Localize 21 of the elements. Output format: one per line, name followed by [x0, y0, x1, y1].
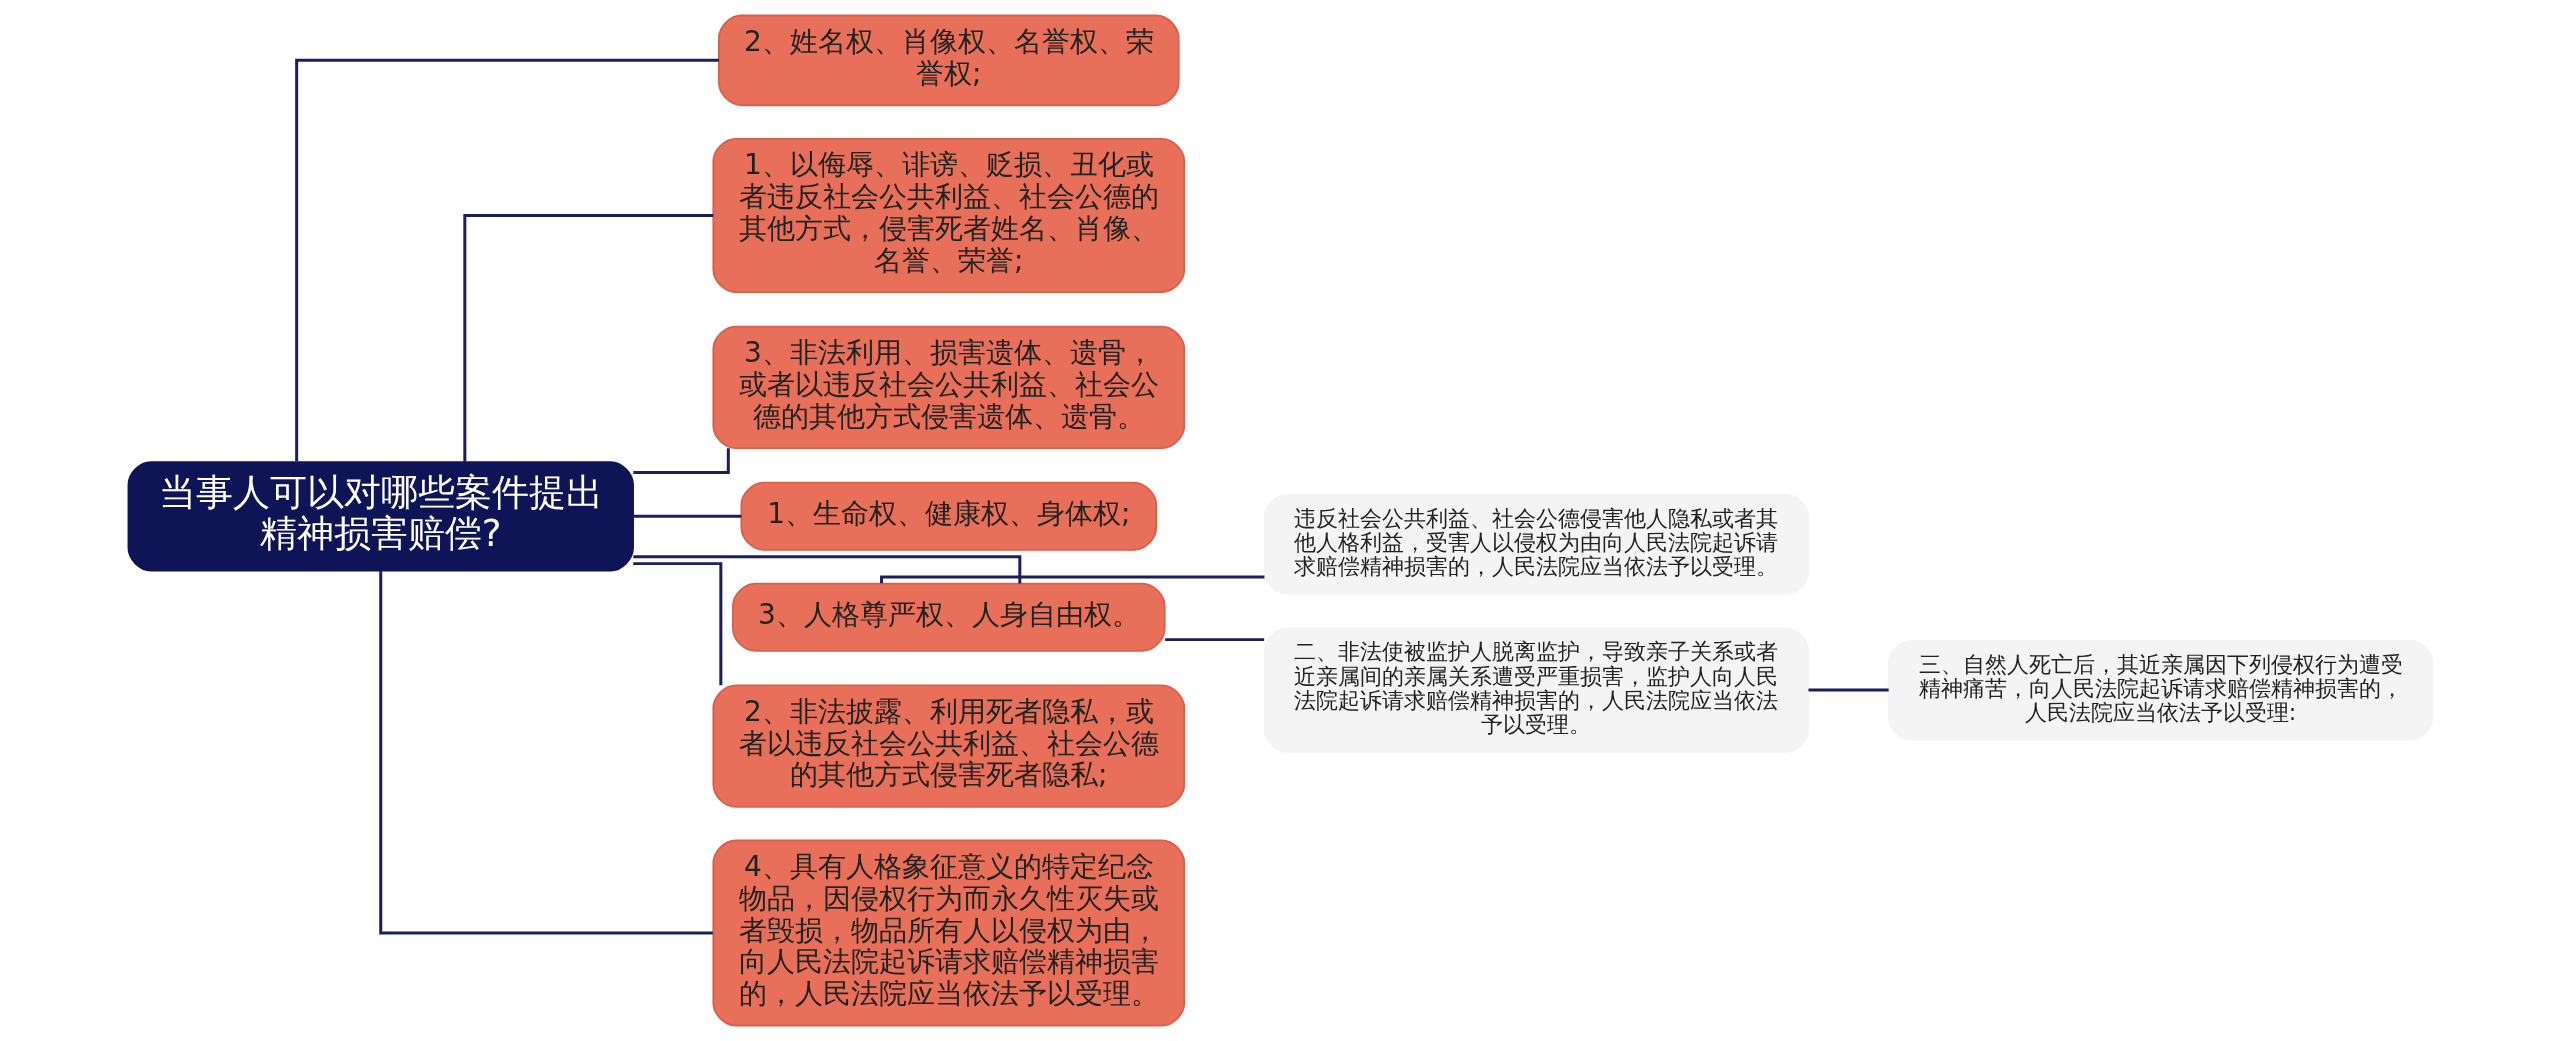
node-box: 二、非法使被监护人脱离监护，导致亲子关系或者近亲属间的亲属关系遭受严重损害，监护人向人民法院起诉请求赔偿精神损害的，人民法院应当依法予以受理。: [1263, 627, 1809, 753]
node-box: 三、自然人死亡后，其近亲属因下列侵权行为遭受精神痛苦，向人民法院起诉请求赔偿精神损害的，人民法院应当依法予以受理:: [1887, 639, 2433, 741]
connector: [632, 562, 722, 686]
node-box: 违反社会公共利益、社会公德侵害他人隐私或者其他人格利益，受害人以侵权为由向人民法院起诉请求赔偿精神损害的，人民法院应当依法予以受理。: [1263, 493, 1809, 595]
node-box: 3、人格尊严权、人身自由权。: [731, 582, 1166, 652]
connector: [632, 555, 1021, 584]
node-box: 1、以侮辱、诽谤、贬损、丑化或者违反社会公共利益、社会公德的其他方式，侵害死者姓名、肖像、名誉、荣誉;: [711, 137, 1185, 293]
node-box: 1、生命权、健康权、身体权;: [739, 481, 1157, 551]
node-box: 2、姓名权、肖像权、名誉权、荣誉权;: [717, 14, 1180, 107]
node-box: 3、非法利用、损害遗体、遗骨，或者以违反社会公共利益、社会公德的其他方式侵害遗体、遗骨。: [711, 325, 1185, 450]
node-box: 当事人可以对哪些案件提出精神损害赔偿?: [127, 461, 634, 572]
connector: [294, 58, 719, 462]
node-box: 2、非法披露、利用死者隐私，或者以违反社会公共利益、社会公德的其他方式侵害死者隐私;: [711, 684, 1185, 808]
connector: [1164, 638, 1264, 642]
connector: [462, 213, 713, 462]
node-box: 4、具有人格象征意义的特定纪念物品，因侵权行为而永久性灭失或者毁损，物品所有人以侵权为由，向人民法院起诉请求赔偿精神损害的，人民法院应当依法予以受理。: [711, 839, 1185, 1027]
connector: [378, 570, 713, 935]
connector: [632, 448, 730, 474]
connector: [632, 514, 741, 518]
connector: [1807, 688, 1889, 692]
connector: [879, 575, 1264, 584]
